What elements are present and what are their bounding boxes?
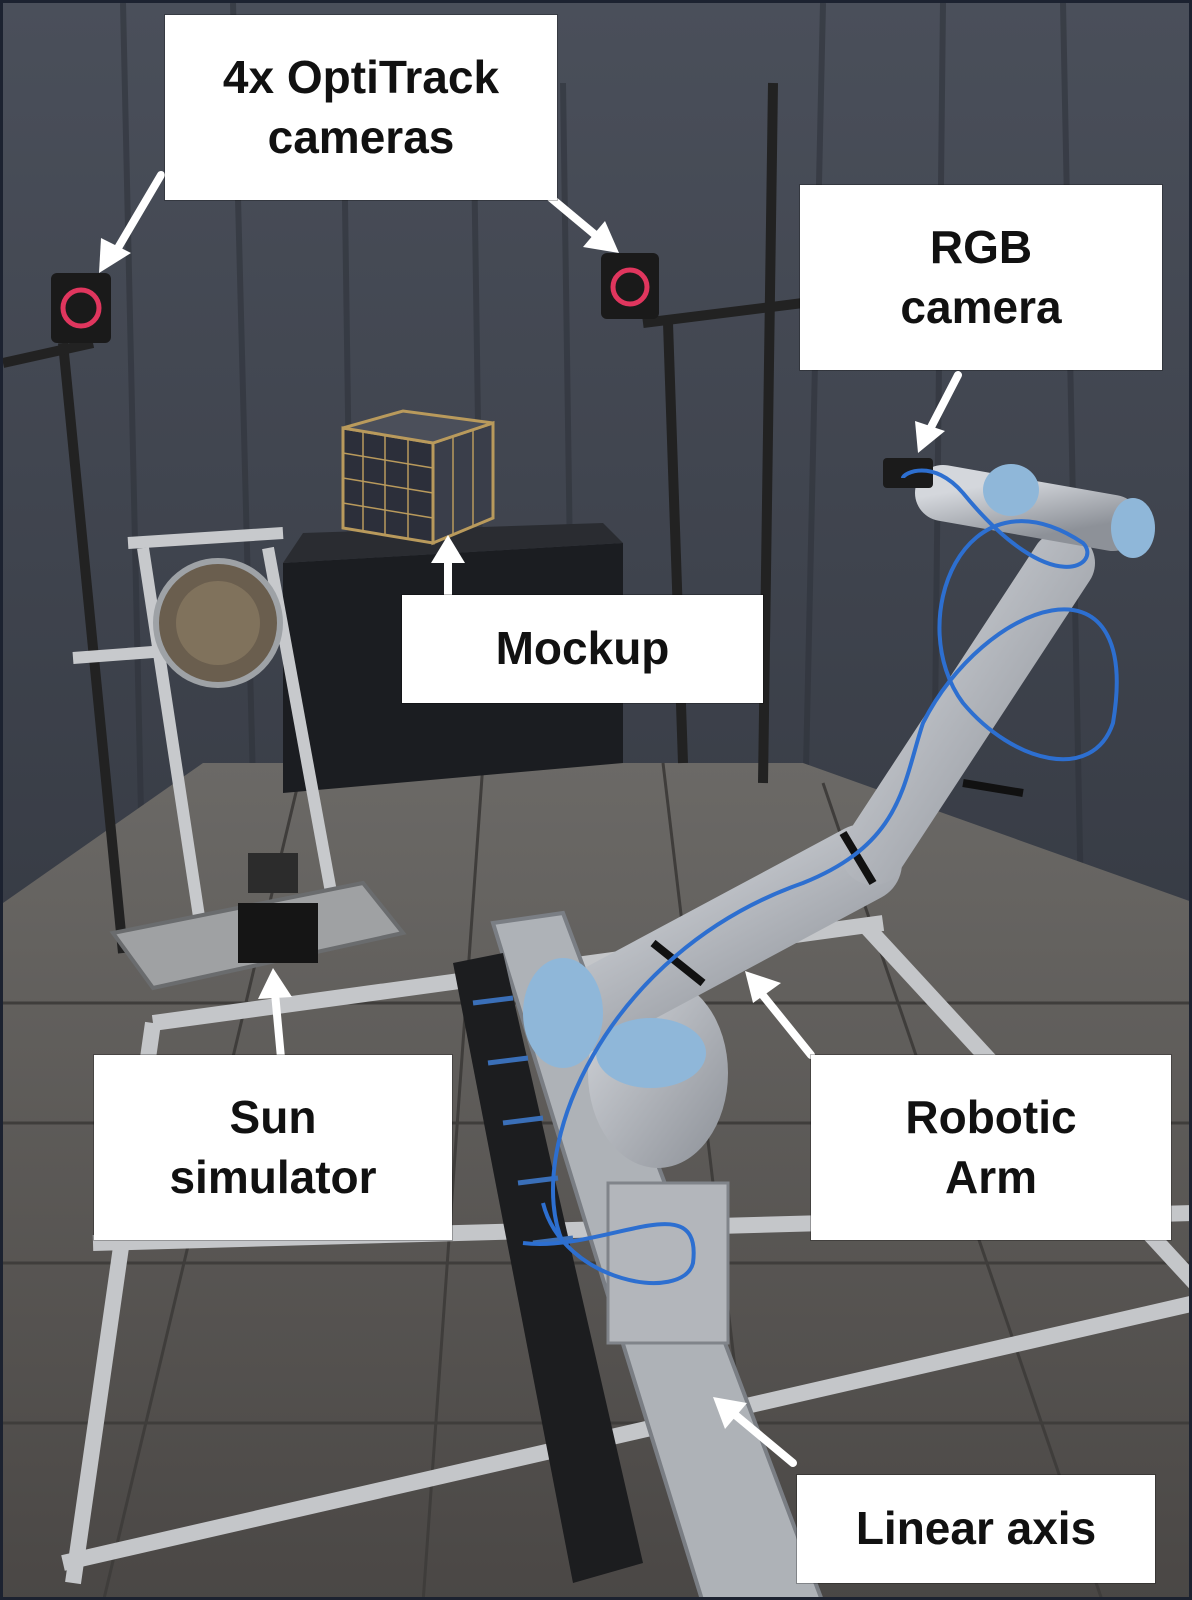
label-linear-text: Linear axis [855,1502,1097,1555]
camera-truss [3,82,804,954]
optitrack-camera-left [51,273,111,343]
blue-cable [551,468,1119,1244]
optitrack-camera-right [601,253,659,319]
label-robotic-arm: Robotic Arm [811,1055,1171,1240]
sun-simulator-rig [72,527,407,991]
label-optitrack-cameras: 4x OptiTrack cameras [165,15,557,200]
label-robotic-line1: Robotic [905,1090,1077,1143]
label-sun-line2: simulator [169,1150,377,1203]
label-sun-line1: Sun [229,1090,317,1143]
label-optitrack-line1: 4x OptiTrack [222,50,500,103]
label-rgb-line1: RGB [929,220,1033,273]
label-mockup-text: Mockup [495,622,670,675]
label-robotic-line2: Arm [944,1150,1038,1203]
robotic-arm [523,458,1155,1345]
label-mockup: Mockup [402,595,763,703]
satellite-mockup [341,409,495,546]
label-sun-simulator: Sun simulator [94,1055,452,1240]
annotation-arrows [99,171,962,1467]
label-optitrack-line2: cameras [267,110,455,163]
label-rgb-camera: RGB camera [800,185,1162,370]
label-linear-axis: Linear axis [797,1475,1155,1583]
label-rgb-line2: camera [900,280,1062,333]
